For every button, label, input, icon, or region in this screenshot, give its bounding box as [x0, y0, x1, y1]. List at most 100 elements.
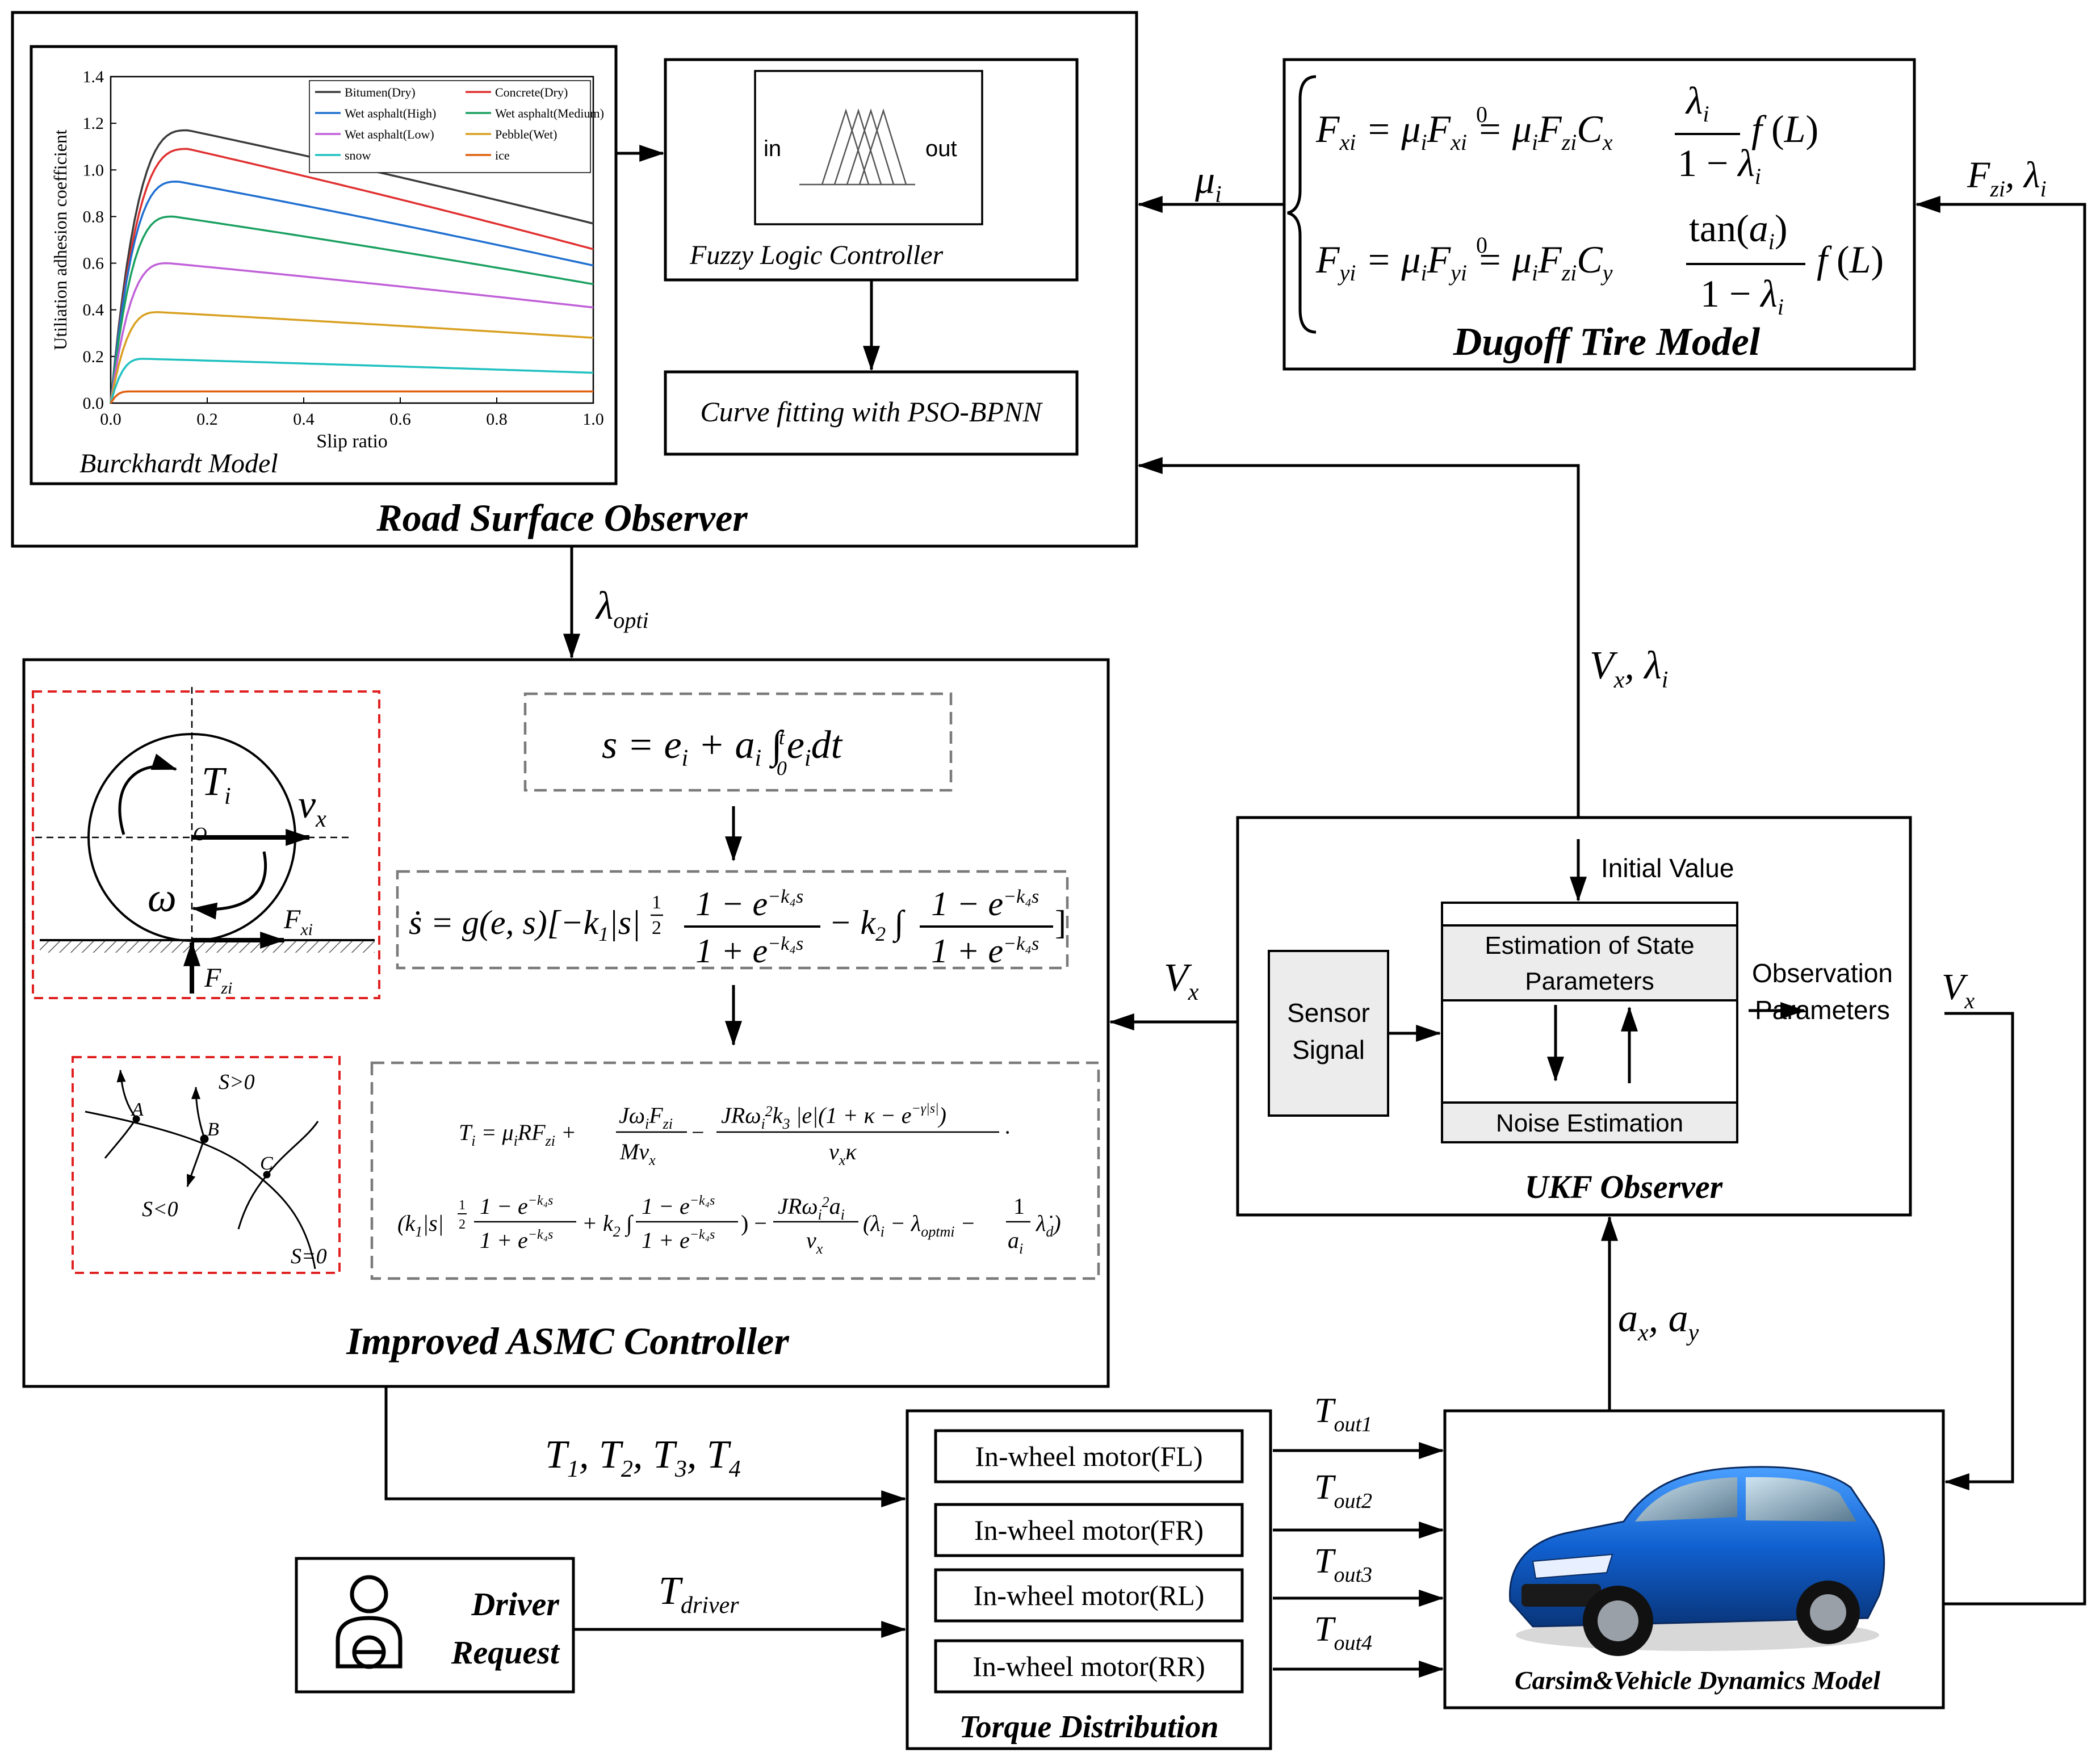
fuzzy-out-label: out	[925, 136, 957, 161]
torque-title: Torque Distribution	[959, 1709, 1219, 1745]
series-line	[110, 148, 594, 404]
svg-text:1 − λi: 1 − λi	[1700, 272, 1784, 320]
y-tick-label: 0.8	[83, 207, 104, 226]
legend-entry: Wet asphalt(High)	[345, 106, 436, 120]
legend-entry: Pebble(Wet)	[495, 127, 557, 141]
x-tick-label: 0.8	[486, 410, 508, 429]
svg-text:λi: λi	[1685, 79, 1709, 127]
svg-text:vxκ: vxκ	[829, 1139, 857, 1168]
sensor-signal-box	[1268, 950, 1389, 1117]
fzi-lambda-label: Fzi, λi	[1967, 154, 2047, 202]
switching-surface	[85, 1110, 316, 1269]
sensor-line1: Sensor	[1287, 998, 1370, 1028]
legend-entry: snow	[345, 148, 371, 162]
torque-arc-arrow	[118, 753, 178, 835]
tout1-label: Tout1	[1314, 1392, 1372, 1436]
torque-command-wire	[384, 1386, 907, 1507]
phase-point-a: A	[131, 1099, 144, 1120]
wheel-diagram: Ti O vx ω Fxi Fzi	[35, 687, 375, 998]
svg-text:2: 2	[459, 1217, 466, 1232]
vx-to-vehicle-wire	[1944, 1012, 2014, 1490]
fuzzy-in-label: in	[764, 136, 781, 161]
asmc-title: Improved ASMC Controller	[346, 1319, 789, 1363]
sliding-surface-box	[523, 692, 953, 792]
motor-rr-label: In-wheel motor(RR)	[973, 1650, 1205, 1682]
y-tick-label: 0.0	[83, 394, 104, 413]
t-driver-label: Tdriver	[659, 1569, 739, 1619]
origin-label: O	[193, 824, 207, 845]
fuzzy-controller-label: Fuzzy Logic Controller	[689, 240, 944, 270]
driver-line1: Driver	[471, 1586, 559, 1623]
y-tick-label: 0.4	[83, 301, 104, 320]
plot-area	[110, 76, 594, 404]
estimation-line1: Estimation of State	[1485, 932, 1694, 959]
fzi-symbol: Fzi	[204, 963, 232, 998]
tout3-label: Tout3	[1314, 1542, 1372, 1587]
noise-estimation-box	[1441, 1101, 1738, 1143]
initial-value-label: Initial Value	[1601, 853, 1734, 883]
vx-lambda-label: Vx, λi	[1590, 644, 1668, 693]
svg-text:2: 2	[652, 917, 661, 938]
y-tick-label: 0.2	[83, 347, 104, 366]
legend-entry: ice	[495, 148, 510, 162]
pso-bpnn-label: Curve fitting with PSO-BPNN	[700, 396, 1043, 428]
vehicle-to-dugoff-wire	[1915, 196, 2086, 1606]
ukf-to-road-wire	[1137, 457, 1580, 818]
phase-s-positive: S>0	[219, 1070, 255, 1094]
series-line	[110, 311, 594, 404]
series-line	[110, 262, 594, 404]
road-observer-title: Road Surface Observer	[376, 496, 748, 539]
motor-box-fr	[934, 1503, 1244, 1557]
y-tick-label: 0.6	[83, 254, 104, 273]
phase-plane-box	[72, 1056, 341, 1274]
observation-line2: Parameters	[1755, 995, 1890, 1025]
burckhardt-label: Burckhardt Model	[79, 449, 278, 479]
motor-fl-label: In-wheel motor(FL)	[975, 1440, 1202, 1472]
svg-text:Ti = μiRFzi +: Ti = μiRFzi +	[459, 1120, 576, 1149]
x-tick-label: 0.6	[389, 410, 411, 429]
ukf-title: UKF Observer	[1525, 1168, 1723, 1205]
state-estimation-box	[1441, 924, 1738, 1001]
t1-t4-label: T1, T2, T3, T4	[545, 1433, 741, 1482]
driver-line2: Request	[451, 1634, 560, 1671]
control-law-box	[370, 1061, 1100, 1280]
svg-text:tan(ai): tan(ai)	[1689, 207, 1788, 254]
asmc-frame	[22, 658, 1110, 1388]
legend-box	[309, 80, 591, 173]
dugoff-title: Dugoff Tire Model	[1453, 320, 1761, 364]
svg-text:Fyi = μiFyi = μiFziCy: Fyi = μiFyi = μiFziCy	[1315, 238, 1613, 286]
svg-text:+ k2 ∫: + k2 ∫	[582, 1210, 634, 1240]
dugoff-tire-model-block: Fxi = μiFxi = μiFziCx 0 λi 1 − λi f (L) …	[1282, 58, 1916, 371]
svg-text:(L): (L)	[1837, 238, 1884, 281]
omega-arc-arrow	[191, 851, 267, 920]
svg-text:1: 1	[652, 892, 661, 913]
vehicle-model-block: Carsim&Vehicle Dynamics Model	[1443, 1409, 1945, 1709]
legend-entry: Wet asphalt(Low)	[345, 127, 434, 141]
svg-text:1 − e−k₄s: 1 − e−k₄s	[480, 1193, 553, 1219]
series-line	[110, 215, 594, 404]
vx-wheel-symbol: vx	[298, 783, 326, 832]
phase-point-c: C	[260, 1153, 273, 1174]
y-tick-label: 1.4	[83, 68, 104, 86]
motor-rl-label: In-wheel motor(RL)	[974, 1579, 1205, 1611]
omega-symbol: ω	[148, 875, 177, 920]
dugoff-equation-fy: Fyi = μiFyi = μiFziCy 0 tan(ai) 1 − λi f…	[1315, 207, 1884, 320]
svg-text:1: 1	[459, 1198, 466, 1213]
car-image	[1509, 1466, 1885, 1656]
motor-box-fl	[934, 1429, 1244, 1483]
phase-s-negative: S<0	[142, 1197, 178, 1221]
svg-text:(L): (L)	[1771, 107, 1818, 150]
svg-text:·: ·	[1004, 1120, 1011, 1145]
svg-text:1 − λi: 1 − λi	[1678, 141, 1761, 189]
fxi-symbol: Fxi	[283, 904, 313, 939]
series-line	[110, 181, 594, 404]
svg-text:1: 1	[1013, 1193, 1025, 1219]
driver-request-block: Driver Request	[295, 1557, 575, 1694]
membership-function-icon	[799, 108, 915, 186]
x-tick-label: 0.2	[196, 410, 218, 429]
x-tick-label: 0.4	[293, 410, 315, 429]
ukf-observer-block: Sensor Signal Estimation of State Parame…	[1236, 816, 1912, 1217]
